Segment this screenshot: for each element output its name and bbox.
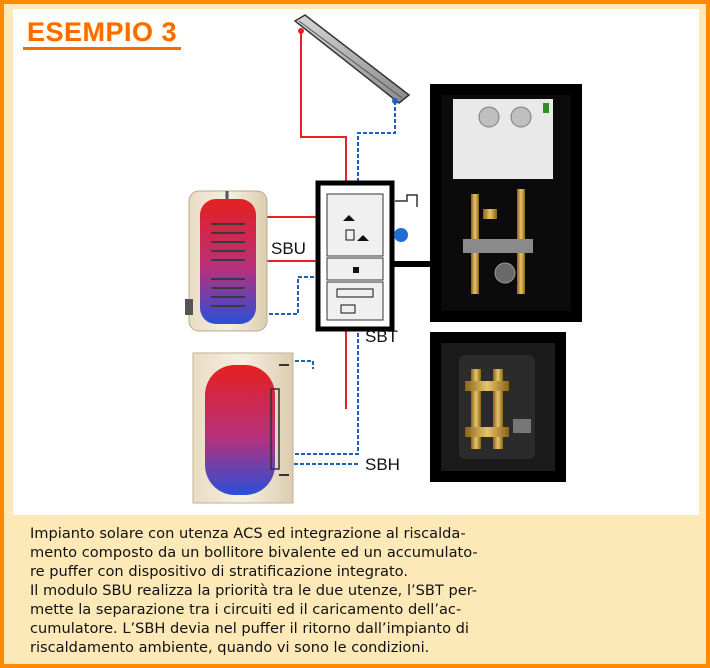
solar-system-diagram: [185, 14, 582, 504]
caption-line: Impianto solare con utenza ACS ed integr…: [30, 525, 466, 542]
page-title: ESEMPIO 3: [23, 17, 182, 50]
label-sbt: SBT: [365, 327, 399, 346]
diagram-panel: ESEMPIO 3 SBU SBT SBH: [13, 9, 699, 515]
sbh-photo: [430, 332, 566, 482]
puffer-tank: [192, 352, 294, 504]
station-photo: [430, 84, 582, 322]
solar-collector: [293, 14, 411, 104]
caption-line: riscaldamento ambiente, quando vi sono l…: [30, 639, 430, 656]
caption-line: mento composto da un bollitore bivalente…: [30, 544, 478, 561]
label-sbu: SBU: [271, 239, 306, 258]
caption-line: re puffer con dispositivo di stratificaz…: [30, 563, 408, 580]
hydraulic-module-schematic: [315, 180, 418, 332]
caption-line: mette la separazione tra i circuiti ed i…: [30, 601, 462, 618]
caption-line: cumulatore. L’SBH devia nel puffer il ri…: [30, 620, 469, 637]
caption-line: Il modulo SBU realizza la priorità tra l…: [30, 582, 478, 599]
bivalent-boiler: [185, 190, 268, 332]
label-sbh: SBH: [365, 455, 400, 474]
caption-text: Impianto solare con utenza ACS ed integr…: [30, 524, 680, 657]
